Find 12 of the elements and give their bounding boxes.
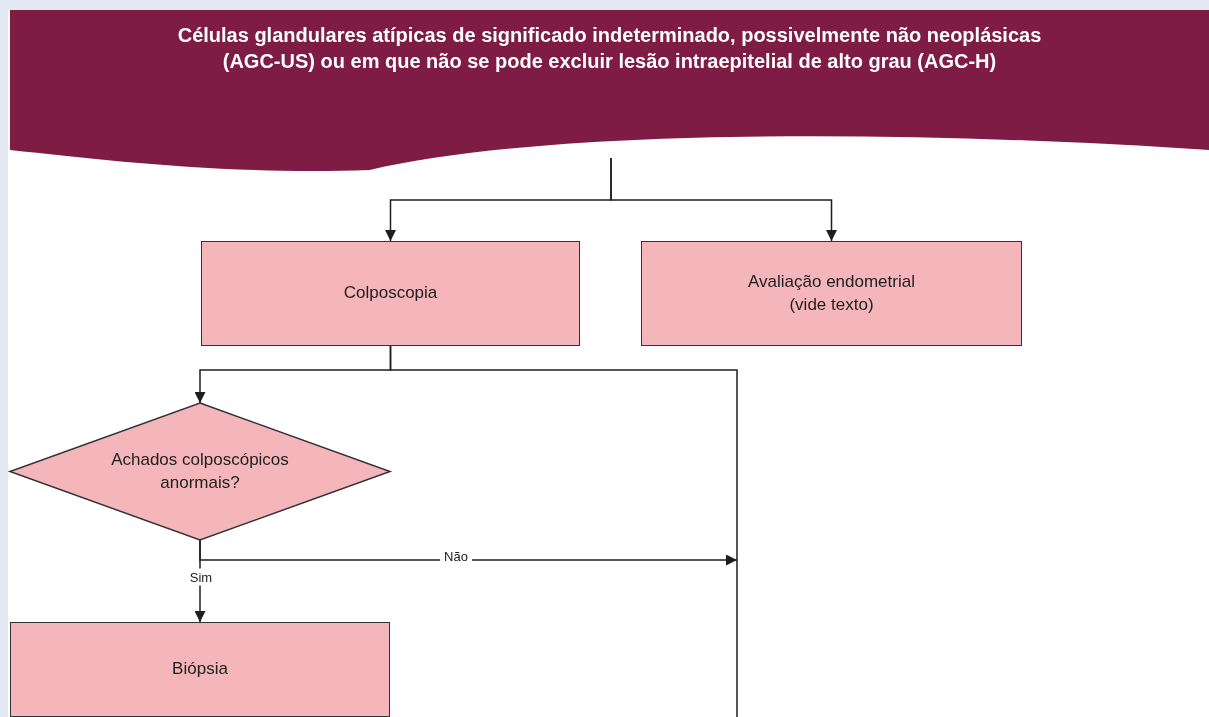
arrow <box>610 157 837 242</box>
process-box <box>201 241 580 346</box>
banner-title: Células glandulares atípicas de significado indeterminado, possivelmente não neoplásicas (AGC-US) ou em que não se pode excluir lesão intraepitelial de alto grau (AGC-H) <box>176 23 1043 74</box>
decision-diamond <box>10 403 390 540</box>
node-text: Avaliação endometrial (vide texto) <box>747 271 916 316</box>
connector-line <box>389 345 738 717</box>
node-text: Colposcopia <box>343 282 438 305</box>
arrow <box>199 539 738 566</box>
process-box <box>641 241 1022 346</box>
node-text: Achados colposcópicos anormais? <box>110 449 290 494</box>
process-box <box>10 622 390 717</box>
node-text: Biópsia <box>172 658 228 681</box>
